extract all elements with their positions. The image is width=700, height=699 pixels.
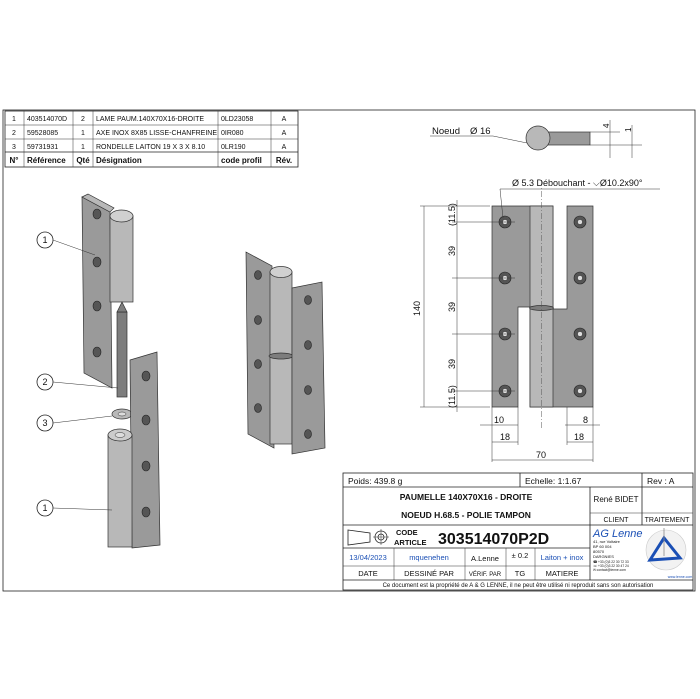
drawing-frame <box>2 109 696 592</box>
part-qty: 1 <box>81 144 85 151</box>
part-code: 0LR190 <box>221 144 246 151</box>
screw-hole-icon <box>92 208 102 358</box>
dim-left-width: 18 <box>500 432 510 442</box>
front-view: Ø 5.3 Débouchant - ⌵Ø10.2x90° 140 (11.5)… <box>412 178 660 462</box>
date-label: DATE <box>358 569 377 578</box>
dim-right-hole: 8 <box>583 415 588 425</box>
part-num: 1 <box>12 116 16 123</box>
noeud-label: Noeud <box>432 126 460 137</box>
dim-pitch-2: 39 <box>447 302 457 312</box>
header-rev: Rév. <box>276 156 292 165</box>
callout-3: 3 <box>42 418 47 428</box>
dim-top-offset: (11.5) <box>447 203 457 226</box>
contact-line: ✉ contact@lenne.com <box>593 568 626 572</box>
footer-notice: Ce document est la propriété de A & G LE… <box>383 583 654 589</box>
part-num: 2 <box>12 130 16 137</box>
projection-symbol-icon <box>347 529 389 546</box>
callout-1b: 1 <box>42 503 47 513</box>
address-line: BP 60 004 <box>593 544 612 549</box>
contact-line: ☎ +33 (0)3 22 30 72 33 <box>593 560 629 564</box>
material-label: MATIERE <box>546 569 579 578</box>
title-block: Poids: 439.8 g Echelle: 1:1.67 Rev : A R… <box>342 472 694 591</box>
dim-bottom-offset: (11.5) <box>447 385 457 408</box>
part-rev: A <box>282 116 287 123</box>
dim-pitch-3: 39 <box>447 359 457 369</box>
dim-height-140: 140 <box>412 301 422 316</box>
part-ref: 59528085 <box>27 130 58 137</box>
dim-pitch-1: 39 <box>447 246 457 256</box>
client-label: CLIENT <box>604 517 630 524</box>
callout-1: 1 <box>42 235 47 245</box>
address-line: DARGNIES <box>593 554 614 559</box>
dim-total-width: 70 <box>536 450 546 460</box>
checked-label: VÉRIF. PAR <box>469 571 502 578</box>
part-rev: A <box>282 144 287 151</box>
dim-thickness-4: 4 <box>602 123 611 128</box>
treatment-label: TRAITEMENT <box>645 517 690 524</box>
weight: Poids: 439.8 g <box>348 476 403 486</box>
tolerance-label: TG <box>515 569 526 578</box>
hole-note: Ø 5.3 Débouchant - ⌵Ø10.2x90° <box>512 178 643 188</box>
tolerance-value: ± 0.2 <box>512 551 529 560</box>
company-logo-text: AG Lenne <box>592 528 643 540</box>
dim-right-width: 18 <box>574 432 584 442</box>
ag-emblem-icon <box>645 529 687 571</box>
address-line: 80570 <box>593 549 605 554</box>
part-qty: 1 <box>81 130 85 137</box>
part-code: 0IR080 <box>221 130 244 137</box>
code-label-1: CODE <box>396 528 418 537</box>
address-line: 41, rue Voltaire <box>593 539 621 544</box>
part-code: 0LD23058 <box>221 116 253 123</box>
header-code: code profil <box>221 156 262 165</box>
title-line-1: PAUMELLE 140X70X16 - DROITE <box>400 492 533 502</box>
scale: Echelle: 1:1.67 <box>525 476 582 486</box>
dim-left-hole: 10 <box>494 415 504 425</box>
header-designation: Désignation <box>96 156 142 165</box>
code-article: 303514070P2D <box>438 531 549 548</box>
top-view: Noeud Ø 16 4 1 <box>430 120 642 158</box>
noeud-diameter: Ø 16 <box>470 126 491 137</box>
exploded-view: 1 2 3 1 <box>36 193 161 549</box>
part-designation: RONDELLE LAITON 19 X 3 X 8.10 <box>96 144 205 151</box>
callout-2: 2 <box>42 377 47 387</box>
revision: Rev : A <box>647 476 675 486</box>
part-ref: 59731931 <box>27 144 58 151</box>
dim-thickness-1: 1 <box>624 127 633 132</box>
header-ref: Référence <box>27 156 66 165</box>
code-label-2: ARTICLE <box>394 538 427 547</box>
contact-line: ☏ +33 (0)3 22 30 47 24 <box>593 564 629 568</box>
header-num: N° <box>10 156 19 165</box>
checked-by-value: A.Lenne <box>471 554 499 563</box>
title-line-2: NOEUD H.68.5 - POLIE TAMPON <box>401 510 531 520</box>
part-qty: 2 <box>81 116 85 123</box>
screw-hole-icon <box>498 215 587 398</box>
part-designation: AXE INOX 8X85 LISSE-CHANFREINE <box>96 130 217 137</box>
part-num: 3 <box>12 144 16 151</box>
date-value: 13/04/2023 <box>349 553 387 562</box>
screw-hole-icon <box>254 270 312 439</box>
part-rev: A <box>282 130 287 137</box>
company-logo: AG Lenne 41, rue Voltaire BP 60 004 8057… <box>592 528 692 579</box>
drawn-by-value: mquenehen <box>409 553 449 562</box>
parts-table: 1 403514070D 2 LAME PAUM.140X70X16-DROIT… <box>4 110 299 168</box>
header-qty: Qté <box>76 156 90 165</box>
part-designation: LAME PAUM.140X70X16-DROITE <box>96 116 204 123</box>
part-ref: 403514070D <box>27 116 67 123</box>
material-value: Laiton + inox <box>541 553 584 562</box>
website-link[interactable]: www.lenne.com <box>668 575 693 579</box>
assembled-view <box>245 251 326 455</box>
client-value: René BIDET <box>594 495 639 504</box>
drawn-label: DESSINÉ PAR <box>404 569 454 578</box>
screw-hole-icon <box>141 370 151 518</box>
